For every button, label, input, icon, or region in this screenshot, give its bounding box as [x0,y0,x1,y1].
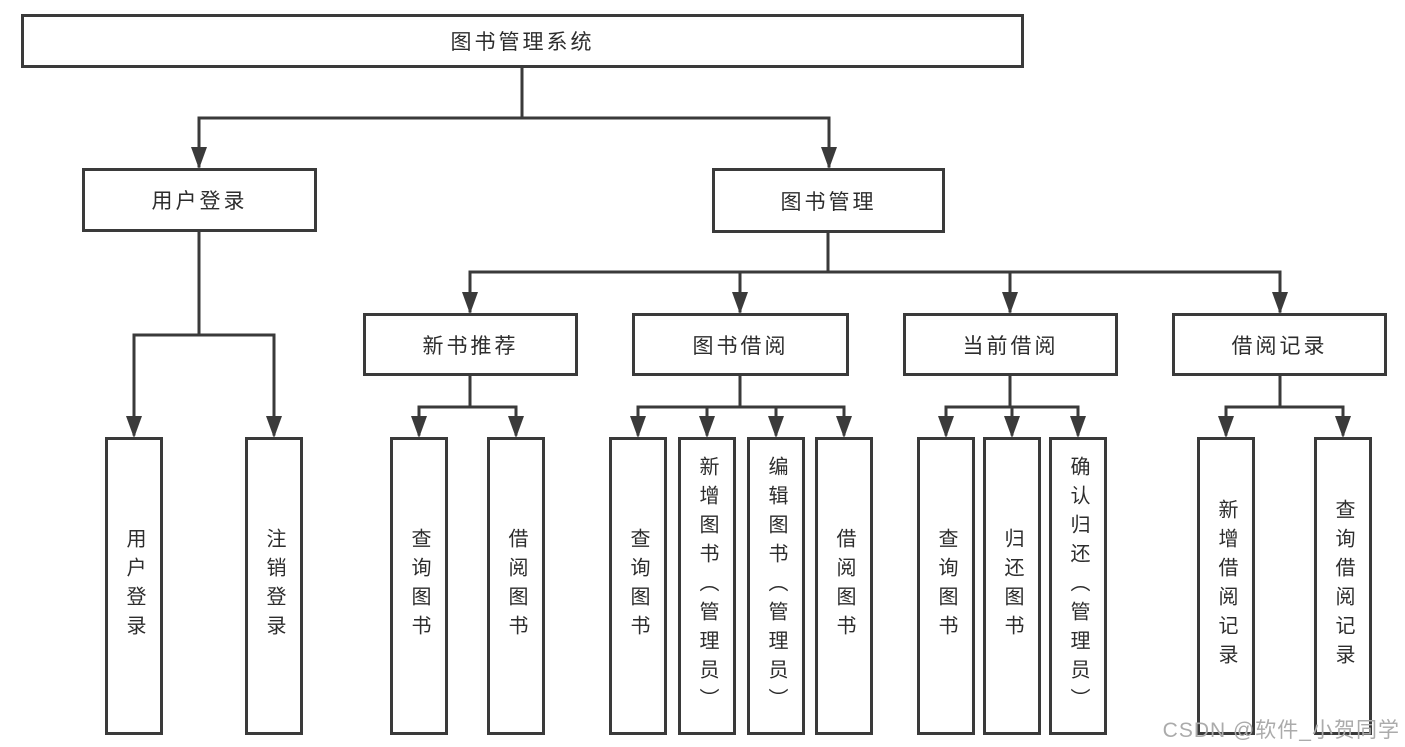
leaf-return-book-label: 归还图书 [1001,528,1023,644]
leaf-borrow-books: 借阅图书 [815,437,873,735]
node-book-borrow: 图书借阅 [632,313,849,376]
leaf-query-borrow-record-label: 查询借阅记录 [1332,499,1354,673]
leaf-logout-label: 注销登录 [263,528,285,644]
leaf-add-borrow-record-label: 新增借阅记录 [1215,499,1237,673]
leaf-query-books-borrow: 查询图书 [609,437,667,735]
leaf-return-book: 归还图书 [983,437,1041,735]
leaf-confirm-return-admin: 确认归还（管理员） [1049,437,1107,735]
node-new-book-recommend: 新书推荐 [363,313,578,376]
leaf-borrow-books-recommend: 借阅图书 [487,437,545,735]
node-book-management: 图书管理 [712,168,945,233]
leaf-borrow-books-recommend-label: 借阅图书 [505,528,527,644]
root-node: 图书管理系统 [21,14,1024,68]
csdn-watermark: CSDN @软件_小贺同学 [1162,719,1400,742]
leaf-edit-book-admin-label: 编辑图书（管理员） [765,455,787,717]
node-user-login: 用户登录 [82,168,317,232]
node-borrow-records: 借阅记录 [1172,313,1387,376]
leaf-query-books-borrow-label: 查询图书 [627,528,649,644]
leaf-add-book-admin-label: 新增图书（管理员） [696,455,718,717]
leaf-user-login: 用户登录 [105,437,163,735]
leaf-logout: 注销登录 [245,437,303,735]
leaf-add-book-admin: 新增图书（管理员） [678,437,736,735]
leaf-query-books-current: 查询图书 [917,437,975,735]
leaf-query-books-recommend: 查询图书 [390,437,448,735]
leaf-confirm-return-admin-label: 确认归还（管理员） [1067,455,1089,717]
node-current-borrow: 当前借阅 [903,313,1118,376]
leaf-query-books-current-label: 查询图书 [935,528,957,644]
leaf-edit-book-admin: 编辑图书（管理员） [747,437,805,735]
leaf-borrow-books-label: 借阅图书 [833,528,855,644]
leaf-add-borrow-record: 新增借阅记录 [1197,437,1255,735]
leaf-user-login-label: 用户登录 [123,528,145,644]
leaf-query-borrow-record: 查询借阅记录 [1314,437,1372,735]
leaf-query-books-recommend-label: 查询图书 [408,528,430,644]
